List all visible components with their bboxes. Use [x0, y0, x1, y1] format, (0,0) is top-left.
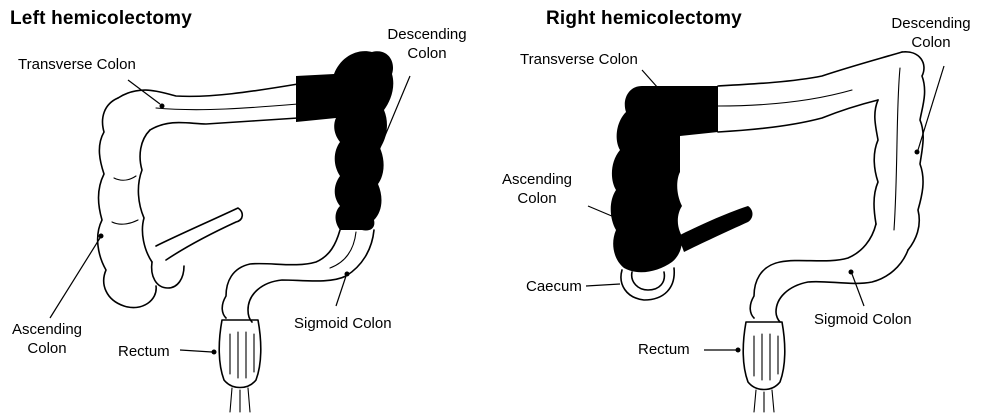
left-label-ascending-line2: Colon — [4, 339, 90, 358]
right-label-ascending-line2: Colon — [492, 189, 582, 208]
left-transverse-colon — [118, 84, 298, 130]
left-label-descending-line2: Colon — [372, 44, 482, 63]
right-label-caecum: Caecum — [526, 277, 582, 296]
left-caecum — [152, 208, 243, 288]
right-label-rectum: Rectum — [638, 340, 690, 359]
right-label-sigmoid-colon: Sigmoid Colon — [814, 310, 912, 329]
left-ascending-colon — [98, 98, 157, 308]
left-label-transverse-colon: Transverse Colon — [18, 55, 136, 74]
left-resected-descending-colon — [296, 51, 393, 230]
left-label-rectum: Rectum — [118, 342, 170, 361]
right-label-ascending-colon: Ascending Colon — [492, 170, 582, 208]
right-label-descending-colon: Descending Colon — [878, 14, 984, 52]
right-label-descending-line1: Descending — [878, 14, 984, 33]
left-label-descending-colon: Descending Colon — [372, 25, 482, 63]
left-label-sigmoid-colon: Sigmoid Colon — [294, 314, 392, 333]
left-hemicolectomy-panel: Left hemicolectomy — [0, 0, 492, 414]
right-label-descending-line2: Colon — [878, 33, 984, 52]
right-rectum — [743, 322, 785, 412]
left-label-ascending-line1: Ascending — [4, 320, 90, 339]
right-caecum — [621, 268, 674, 300]
right-label-ascending-line1: Ascending — [492, 170, 582, 189]
right-label-transverse-colon: Transverse Colon — [520, 50, 638, 69]
left-label-descending-line1: Descending — [372, 25, 482, 44]
right-sigmoid-colon — [750, 224, 908, 322]
left-label-ascending-colon: Ascending Colon — [4, 320, 90, 358]
right-hemicolectomy-panel: Right hemicolectomy — [492, 0, 984, 414]
right-resected-ascending-colon — [611, 86, 753, 272]
left-rectum — [219, 320, 261, 412]
left-sigmoid-colon — [222, 230, 374, 322]
